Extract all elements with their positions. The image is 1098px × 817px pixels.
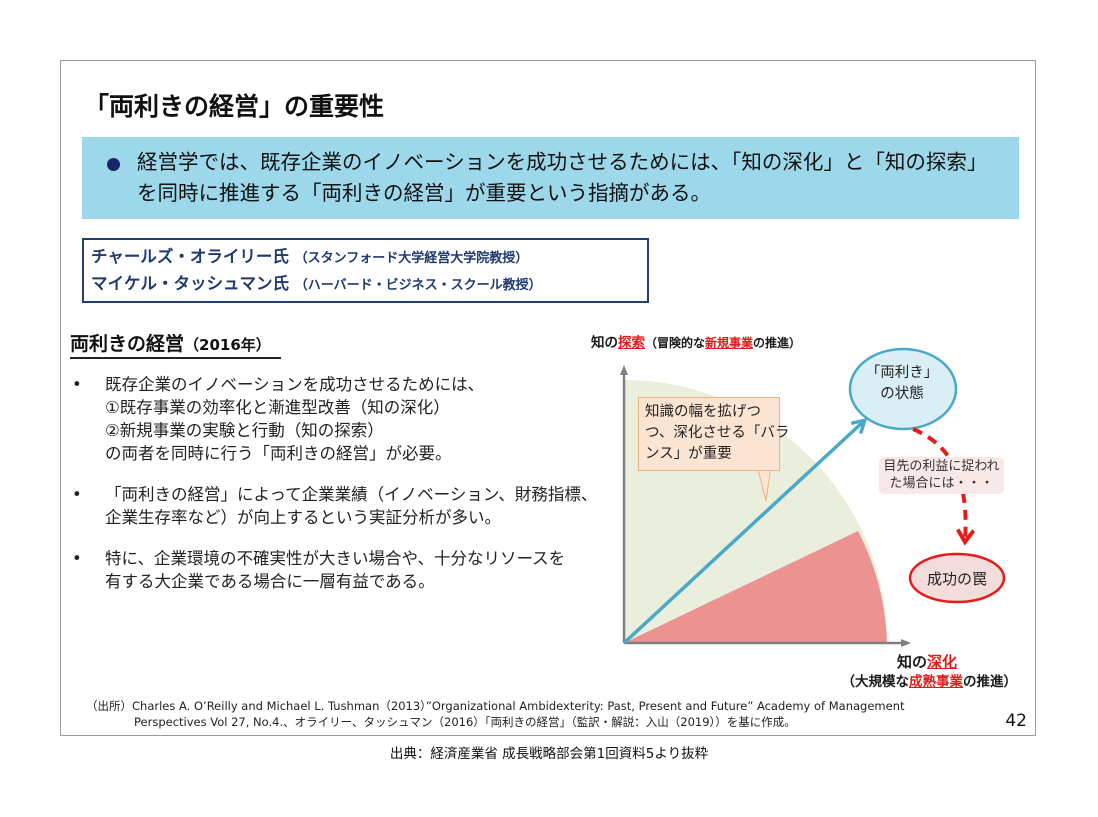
summary-text: 経営学では、既存企業のイノベーションを成功させるためには、「知の深化」と「知の探… bbox=[137, 150, 988, 205]
author-row: マイケル・タッシュマン氏 （ハーバード・ビジネス・スクール教授） bbox=[91, 271, 647, 298]
author-name: マイケル・タッシュマン氏 bbox=[91, 274, 289, 293]
callout-line: 知識の幅を拡げつ bbox=[645, 404, 761, 420]
success-trap-ellipse bbox=[908, 552, 1006, 604]
balance-callout: 知識の幅を拡げつ つ、深化させる「バラ ンス」が重要 bbox=[638, 397, 790, 471]
bullet-line: 有する大企業である場合に一層有益である。 bbox=[105, 572, 435, 591]
source-label: （出所） bbox=[86, 699, 132, 713]
bullet-line: 企業生存率など）が向上するという実証分析が多い。 bbox=[105, 508, 501, 527]
bullet-line: 「両利きの経営」によって企業業績（イノベーション、財務指標、 bbox=[105, 485, 598, 504]
y-axis-label: 知の探索（冒険的な新規事業の推進） bbox=[591, 331, 801, 351]
y-axis-label-paren-close: の推進） bbox=[753, 336, 802, 350]
filled-circle-bullet-icon bbox=[107, 158, 120, 171]
ambidextrous-state-line: の状態 bbox=[880, 386, 924, 402]
ambidextrous-state-label: 「両利き」 の状態 bbox=[852, 363, 952, 405]
summary-banner: 経営学では、既存企業のイノベーションを成功させるためには、「知の深化」と「知の探… bbox=[82, 137, 1019, 219]
source-citation: （出所）Charles A. O’Reilly and Michael L. T… bbox=[86, 698, 905, 730]
y-axis-label-prefix: 知の bbox=[591, 335, 618, 351]
x-axis-label: 知の深化 （大規模な成熟事業の推進） bbox=[842, 652, 1018, 692]
success-trap-label: 成功の罠 bbox=[926, 570, 987, 588]
bullet-line: 既存企業のイノベーションを成功させるためには、 bbox=[105, 375, 485, 394]
bullet-item: • 既存企業のイノベーションを成功させるためには、 ①既存事業の効率化と漸進型改… bbox=[70, 373, 600, 465]
source-line: Perspectives Vol 27, No.4.、オライリー、タッシュマン（… bbox=[134, 715, 796, 729]
bullet-dot-icon: • bbox=[72, 485, 82, 504]
x-axis-label-prefix: 知の bbox=[896, 653, 927, 671]
section-heading-text: 両利きの経営 bbox=[70, 333, 185, 355]
note-line: 目先の利益に捉われ bbox=[883, 459, 1000, 474]
y-axis-label-highlight: 探索 bbox=[618, 335, 645, 351]
section-heading: 両利きの経営（2016年） bbox=[70, 329, 281, 359]
slide: 「両利きの経営」の重要性 経営学では、既存企業のイノベーションを成功させるために… bbox=[60, 60, 1036, 736]
callout-line: ンス」が重要 bbox=[645, 446, 732, 462]
bullet-line: ②新規事業の実験と行動（知の探索） bbox=[105, 421, 384, 440]
author-name: チャールズ・オライリー氏 bbox=[91, 247, 289, 266]
slide-title: 「両利きの経営」の重要性 bbox=[84, 92, 385, 121]
bullet-line: の両者を同時に行う「両利きの経営」が必要。 bbox=[105, 444, 452, 463]
bullet-line: ①既存事業の効率化と漸進型改善（知の深化） bbox=[105, 398, 450, 417]
x-axis-label-paren: （大規模な bbox=[841, 674, 910, 690]
image-caption: 出典：経済産業省 成長戦略部会第1回資料5より抜粋 bbox=[389, 746, 709, 762]
x-axis-label-sub: （大規模な成熟事業の推進） bbox=[842, 672, 1018, 692]
y-axis-label-paren: （冒険的な bbox=[645, 336, 706, 350]
bullet-item: • 「両利きの経営」によって企業業績（イノベーション、財務指標、 企業生存率など… bbox=[70, 483, 600, 529]
bullet-item: • 特に、企業環境の不確実性が大きい場合や、十分なリソースを 有する大企業である… bbox=[70, 547, 600, 593]
x-axis-label-paren-highlight: 成熟事業 bbox=[909, 674, 963, 690]
author-row: チャールズ・オライリー氏 （スタンフォード大学経営大学院教授） bbox=[91, 244, 647, 271]
bullet-dot-icon: • bbox=[72, 549, 82, 568]
balance-arrow bbox=[622, 421, 864, 645]
exploitation-area bbox=[624, 531, 887, 643]
short-term-profit-note: 目先の利益に捉われ た場合には・・・ bbox=[879, 457, 1004, 494]
page-number: 42 bbox=[1005, 711, 1027, 731]
author-affiliation: （スタンフォード大学経営大学院教授） bbox=[294, 251, 529, 266]
ambidextrous-state-line: 「両利き」 bbox=[865, 365, 939, 381]
x-axis-label-highlight: 深化 bbox=[926, 653, 957, 671]
ambidextrous-state-ellipse bbox=[848, 347, 958, 431]
author-affiliation: （ハーバード・ビジネス・スクール教授） bbox=[294, 278, 542, 293]
callout-line: つ、深化させる「バラ bbox=[645, 425, 790, 441]
x-axis-label-paren-close: の推進） bbox=[963, 674, 1017, 690]
authors-box: チャールズ・オライリー氏 （スタンフォード大学経営大学院教授） マイケル・タッシ… bbox=[82, 238, 649, 303]
bullet-list: • 既存企業のイノベーションを成功させるためには、 ①既存事業の効率化と漸進型改… bbox=[70, 373, 600, 611]
bullet-dot-icon: • bbox=[72, 375, 82, 394]
section-heading-year: （2016年） bbox=[184, 336, 271, 354]
y-axis-label-paren-highlight: 新規事業 bbox=[705, 336, 754, 350]
note-line: た場合には・・・ bbox=[889, 476, 994, 491]
source-line: Charles A. O’Reilly and Michael L. Tushm… bbox=[132, 699, 905, 713]
bullet-line: 特に、企業環境の不確実性が大きい場合や、十分なリソースを bbox=[105, 549, 566, 568]
x-axis-label-main: 知の深化 bbox=[842, 652, 957, 672]
